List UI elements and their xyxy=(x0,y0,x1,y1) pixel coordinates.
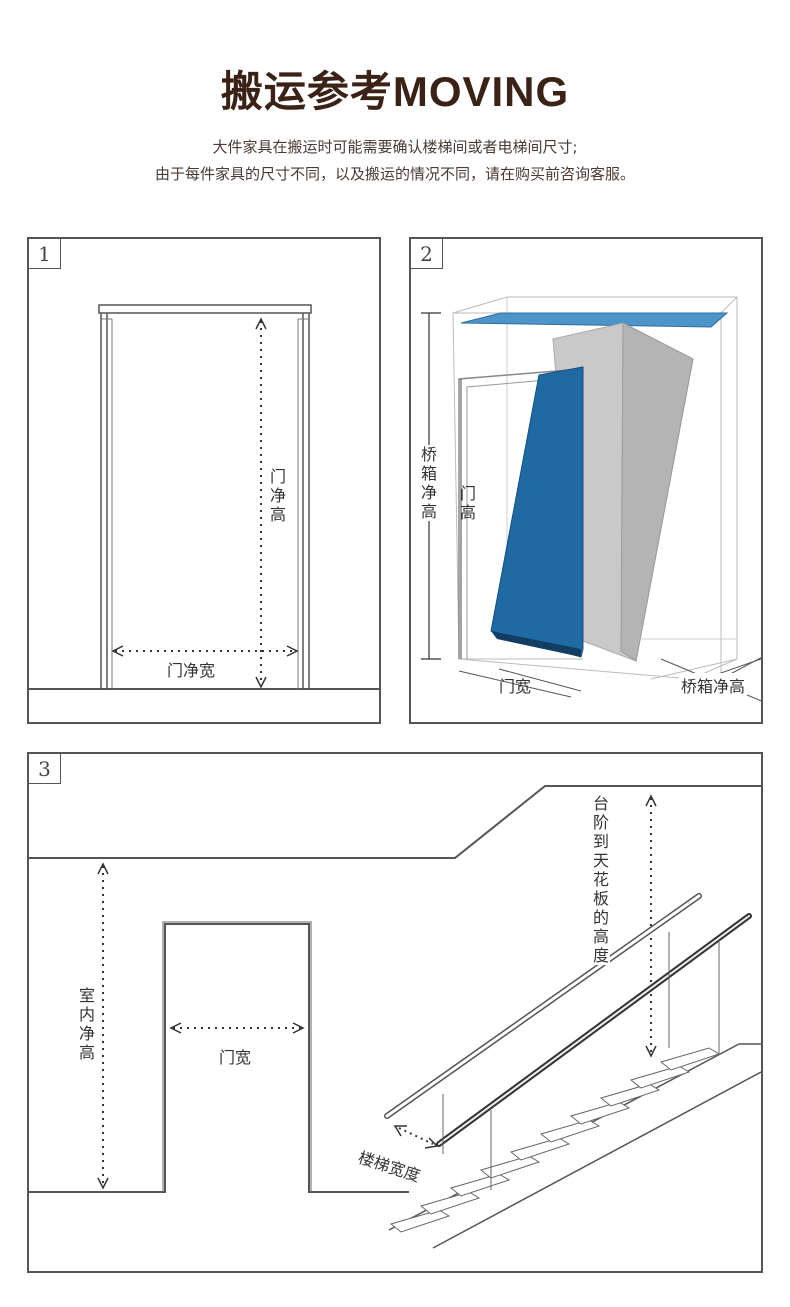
title-chinese: 搬运参考 xyxy=(220,67,393,116)
room-height-label: 室内净高 xyxy=(78,986,96,1062)
elevator-illustration xyxy=(421,296,761,702)
page-title: 搬运参考MOVING xyxy=(0,58,790,119)
door-height-label: 门高 xyxy=(459,484,476,522)
title-english: MOVING xyxy=(392,68,570,115)
door-width-label: 门宽 xyxy=(499,677,532,696)
door-illustration xyxy=(29,304,379,690)
panel-number: 3 xyxy=(29,754,61,784)
cabin-depth-label: 桥箱净高 xyxy=(679,673,748,697)
stairs-illustration xyxy=(29,785,761,1249)
panel-elevator: 2 桥箱净高 门高 门宽 桥箱净高 xyxy=(409,237,763,724)
panel-stairs: 3 xyxy=(27,752,763,1273)
door-width-label: 门宽 xyxy=(219,1048,252,1067)
panel-number: 2 xyxy=(411,239,443,269)
panel-door: 1 门净高 门净宽 xyxy=(27,237,381,724)
door-height-label: 门净高 xyxy=(269,467,287,524)
step-to-ceiling-label: 台阶到天花板的高度 xyxy=(592,794,610,965)
panel-number: 1 xyxy=(29,239,61,269)
intro-line-2: 由于每件家具的尺寸不同，以及搬运的情况不同，请在购买前咨询客服。 xyxy=(154,165,635,183)
door-width-label: 门净宽 xyxy=(165,657,218,681)
cabin-height-label: 桥箱净高 xyxy=(420,445,438,521)
intro-line-1: 大件家具在搬运时可能需要确认楼梯间或者电梯间尺寸; xyxy=(212,138,578,156)
